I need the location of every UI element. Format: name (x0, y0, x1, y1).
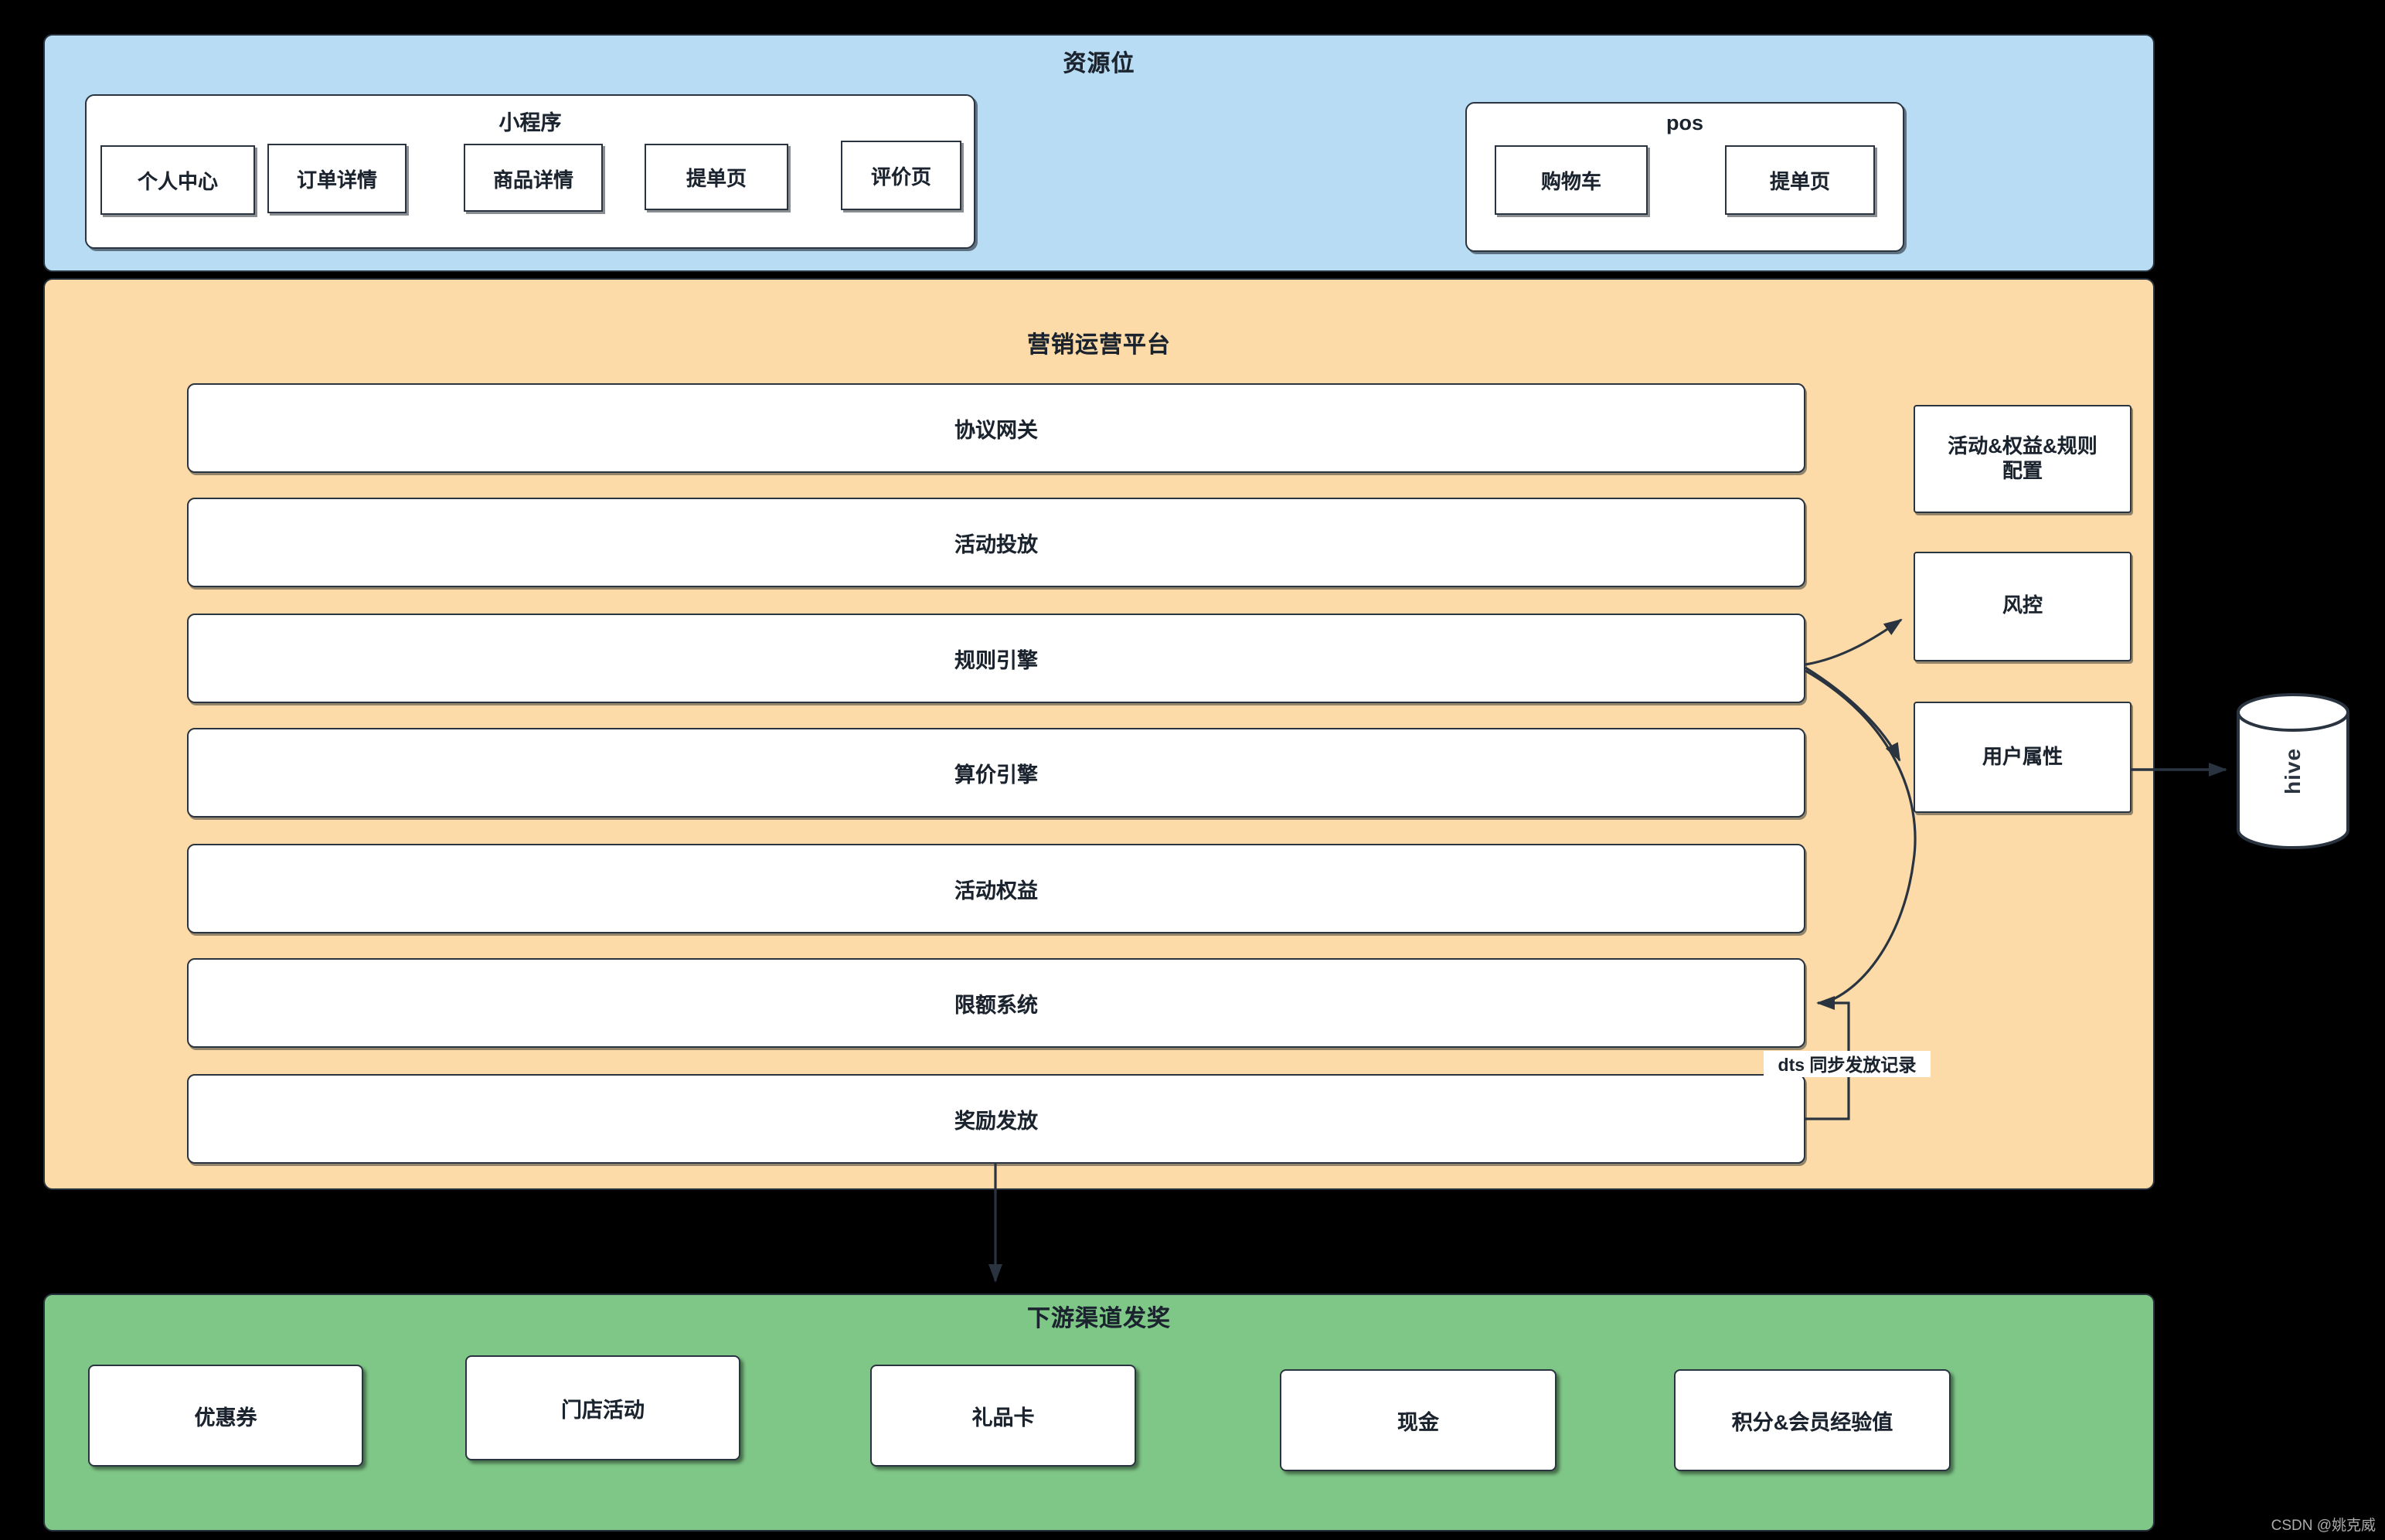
bar-pricing-engine: 算价引擎 (187, 728, 1805, 818)
bar-reward-issuance: 奖励发放 (187, 1074, 1805, 1164)
mini-program-checkout-page-box: 提单页 (645, 144, 788, 210)
pos-title: pos (1665, 111, 1703, 134)
box-user-attributes: 用户属性 (1914, 702, 2132, 813)
dts-sync-label: dts 同步发放记录 (1764, 1051, 1931, 1077)
bar-rule-engine: 规则引擎 (187, 614, 1805, 703)
hive-label-wrap: hive (2237, 694, 2348, 848)
mini-program-personal-center-box: 个人中心 (100, 145, 255, 215)
pos-cart-box: 购物车 (1495, 145, 1648, 215)
channel-gift-card-box: 礼品卡 (870, 1365, 1136, 1467)
mini-program-product-detail-box: 商品详情 (464, 144, 603, 212)
csdn-watermark: CSDN @姚克威 (2271, 1518, 2376, 1535)
mini-program-review-page-box: 评价页 (841, 141, 961, 210)
box-risk-control: 风控 (1914, 552, 2132, 661)
channel-cash-box: 现金 (1280, 1369, 1557, 1471)
bar-quota-system: 限额系统 (187, 958, 1805, 1048)
channel-points-box: 积分&会员经验值 (1674, 1369, 1951, 1471)
mini-program-title: 小程序 (498, 111, 562, 134)
bar-activity-benefit: 活动权益 (187, 844, 1805, 933)
box-activity-benefit-rule-config: 活动&权益&规则 配置 (1914, 405, 2132, 513)
pos-checkout-page-box: 提单页 (1725, 145, 1875, 215)
resource-lane-title: 资源位 (1063, 51, 1135, 77)
channel-store-activity-box: 门店活动 (465, 1355, 740, 1460)
platform-lane-title: 营销运营平台 (1026, 332, 1171, 359)
mini-program-order-detail-box: 订单详情 (267, 144, 407, 213)
channel-coupon-box: 优惠券 (88, 1365, 363, 1467)
downstream-lane-title: 下游渠道发奖 (1026, 1306, 1171, 1332)
bar-protocol-gateway: 协议网关 (187, 383, 1805, 473)
hive-datastore-label: hive (2279, 747, 2305, 795)
bar-activity-delivery: 活动投放 (187, 498, 1805, 587)
